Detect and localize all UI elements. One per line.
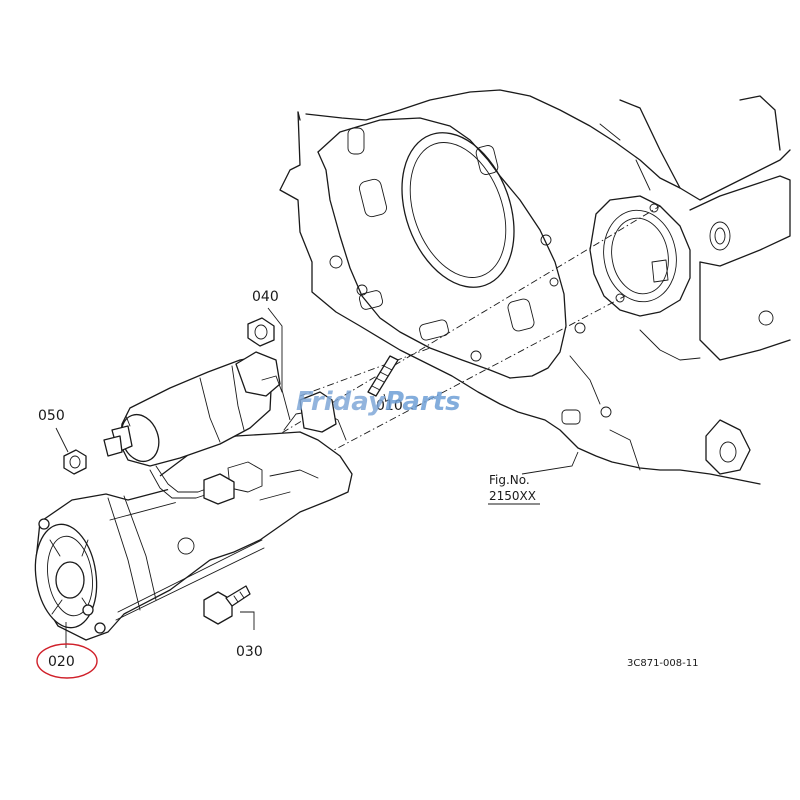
leader-lines — [55, 307, 579, 648]
watermark-logo: FridayParts — [296, 387, 461, 417]
highlight-circle-020 — [36, 643, 98, 679]
engine-housing-drawing — [279, 89, 791, 485]
assembly-centerlines — [269, 205, 661, 469]
nut-050-drawing — [63, 449, 87, 475]
starter-motor-drawing — [34, 351, 353, 641]
figure-ref-number: 2150XX — [489, 489, 536, 503]
callout-020: 020 — [48, 654, 75, 670]
figure-ref-label: Fig.No. — [489, 473, 530, 487]
callout-040: 040 — [252, 289, 279, 305]
stud-010-drawing — [367, 355, 399, 397]
diagram-code: 3C871-008-11 — [627, 658, 698, 669]
bolt-030-drawing — [203, 585, 251, 625]
callout-030: 030 — [236, 644, 263, 660]
callout-010: 010 — [376, 398, 403, 414]
callout-050: 050 — [38, 408, 65, 424]
nut-040-drawing — [247, 317, 275, 347]
